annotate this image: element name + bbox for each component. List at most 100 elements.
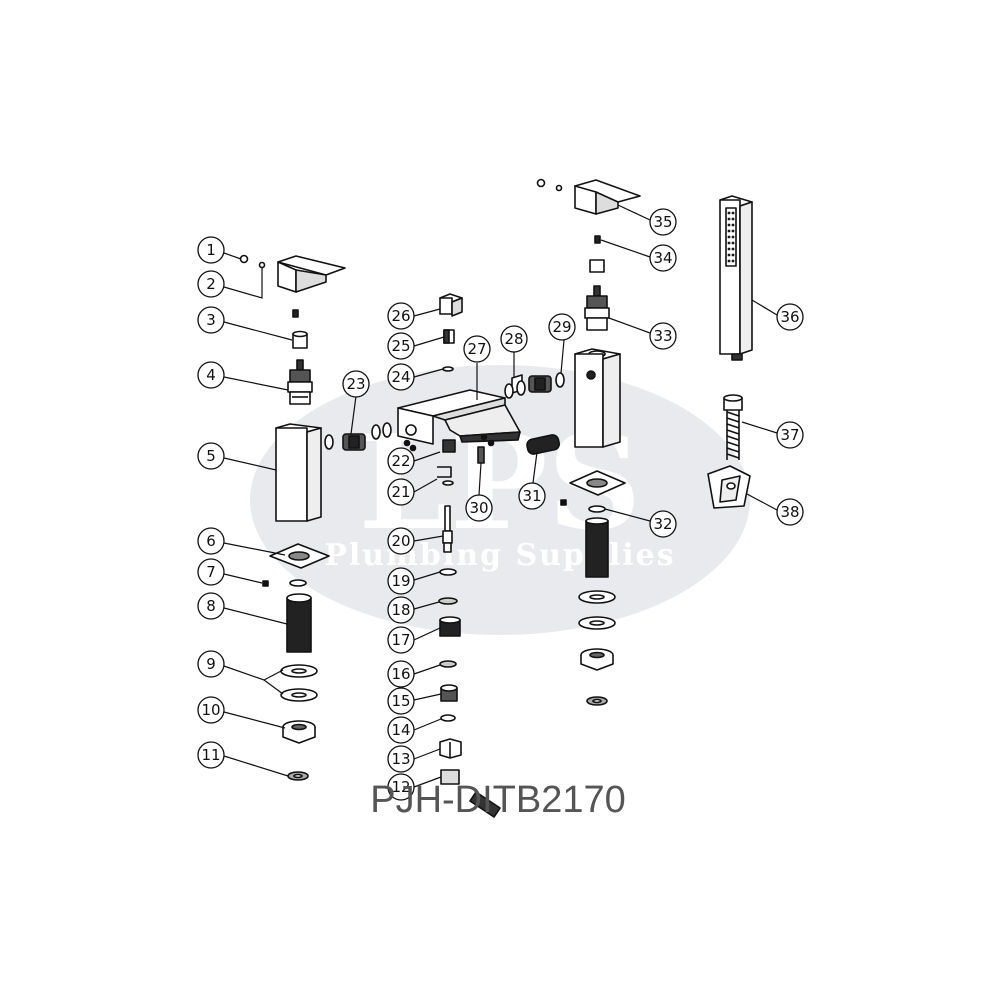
callout-14: 14	[387, 716, 415, 744]
callout-37-label: 37	[780, 426, 799, 444]
part-pin-30	[477, 446, 485, 464]
callout-20-label: 20	[391, 532, 410, 550]
callout-1: 1	[197, 236, 225, 264]
callout-13: 13	[387, 745, 415, 773]
part-grub-screw-2	[258, 261, 266, 269]
callout-22: 22	[387, 447, 415, 475]
callout-16-label: 16	[391, 665, 410, 683]
part-check-valve-28	[504, 372, 565, 399]
part-screw-cap-1	[239, 254, 249, 264]
part-grub-22	[403, 439, 411, 447]
callout-2-label: 2	[206, 275, 216, 293]
callout-10: 10	[197, 696, 225, 724]
callout-8: 8	[197, 592, 225, 620]
callout-24-label: 24	[391, 368, 410, 386]
part-washer-16	[439, 660, 457, 668]
part-right-lever-handle-35	[574, 179, 641, 215]
callout-3: 3	[197, 306, 225, 334]
callout-20: 20	[387, 527, 415, 555]
callout-14-label: 14	[391, 721, 410, 739]
callout-32-label: 32	[653, 515, 672, 533]
callout-21: 21	[387, 478, 415, 506]
callout-9: 9	[197, 650, 225, 678]
callout-19: 19	[387, 567, 415, 595]
callout-36: 36	[776, 303, 804, 331]
callout-35-label: 35	[653, 213, 672, 231]
part-drawings	[239, 178, 753, 818]
part-washer-32	[588, 505, 606, 513]
callout-28: 28	[500, 325, 528, 353]
part-o-ring-24	[442, 366, 454, 372]
part-left-body-5	[275, 423, 322, 522]
callout-11-label: 11	[201, 746, 220, 764]
part-connector-15	[440, 684, 458, 702]
part-cartridge-4	[287, 359, 313, 405]
callout-35: 35	[649, 208, 677, 236]
part-shower-handset-36	[719, 195, 753, 361]
callout-2: 2	[197, 270, 225, 298]
callout-34-label: 34	[653, 249, 672, 267]
part-cap-26	[439, 293, 463, 317]
callout-27: 27	[463, 335, 491, 363]
part-check-valve-23	[324, 422, 392, 451]
callout-27-label: 27	[467, 340, 486, 358]
callout-16: 16	[387, 660, 415, 688]
callout-31: 31	[518, 482, 546, 510]
part-washer-18	[438, 597, 458, 605]
callout-12: 12	[387, 773, 415, 801]
part-spout-body-27	[397, 389, 521, 453]
part-clip-21	[437, 466, 452, 478]
part-nut-13	[439, 738, 462, 759]
callout-25-label: 25	[391, 337, 410, 355]
callout-5-label: 5	[206, 447, 216, 465]
part-cartridge-33	[584, 285, 610, 331]
callout-33: 33	[649, 322, 677, 350]
part-hose-connector-37	[723, 394, 743, 460]
callout-12-label: 12	[391, 778, 410, 796]
callout-4-label: 4	[206, 366, 216, 384]
part-threaded-shank-8	[286, 593, 312, 653]
part-adapter-3	[292, 330, 308, 349]
callout-38: 38	[776, 498, 804, 526]
part-small-screw	[292, 309, 299, 318]
callout-1-label: 1	[206, 241, 216, 259]
callout-9-label: 9	[206, 655, 216, 673]
callout-37: 37	[776, 421, 804, 449]
callout-28-label: 28	[504, 330, 523, 348]
part-diverter-head-25	[443, 329, 455, 344]
callout-25: 25	[387, 332, 415, 360]
callout-4: 4	[197, 361, 225, 389]
callout-7: 7	[197, 558, 225, 586]
part-grub-7	[262, 580, 269, 587]
part-sleeve-17	[439, 616, 461, 637]
callout-15-label: 15	[391, 692, 410, 710]
callout-17-label: 17	[391, 631, 410, 649]
callouts: 1 2 3 4 5 6 7 8 9 10 11 12 13 14 15 16 1…	[197, 208, 804, 801]
callout-36-label: 36	[780, 308, 799, 326]
part-diverter-spindle-20	[442, 505, 453, 553]
part-base-plate-6	[269, 543, 330, 569]
part-right-shank	[585, 517, 609, 578]
callout-11: 11	[197, 741, 225, 769]
callout-6-label: 6	[206, 532, 216, 550]
part-right-base-plate	[569, 470, 626, 496]
callout-18-label: 18	[391, 601, 410, 619]
callout-26: 26	[387, 302, 415, 330]
part-adapter-right	[589, 259, 605, 273]
callout-30: 30	[465, 494, 493, 522]
callout-23: 23	[342, 370, 370, 398]
callout-3-label: 3	[206, 311, 216, 329]
callout-10-label: 10	[201, 701, 220, 719]
callout-18: 18	[387, 596, 415, 624]
part-right-body	[574, 348, 621, 448]
callout-31-label: 31	[522, 487, 541, 505]
part-washer-19	[439, 568, 457, 576]
part-wall-bracket-38	[707, 465, 751, 509]
callout-32: 32	[649, 510, 677, 538]
callout-21-label: 21	[391, 483, 410, 501]
part-grub-34	[594, 235, 601, 244]
callout-23-label: 23	[346, 375, 365, 393]
leader-lines	[223, 204, 778, 788]
callout-19-label: 19	[391, 572, 410, 590]
